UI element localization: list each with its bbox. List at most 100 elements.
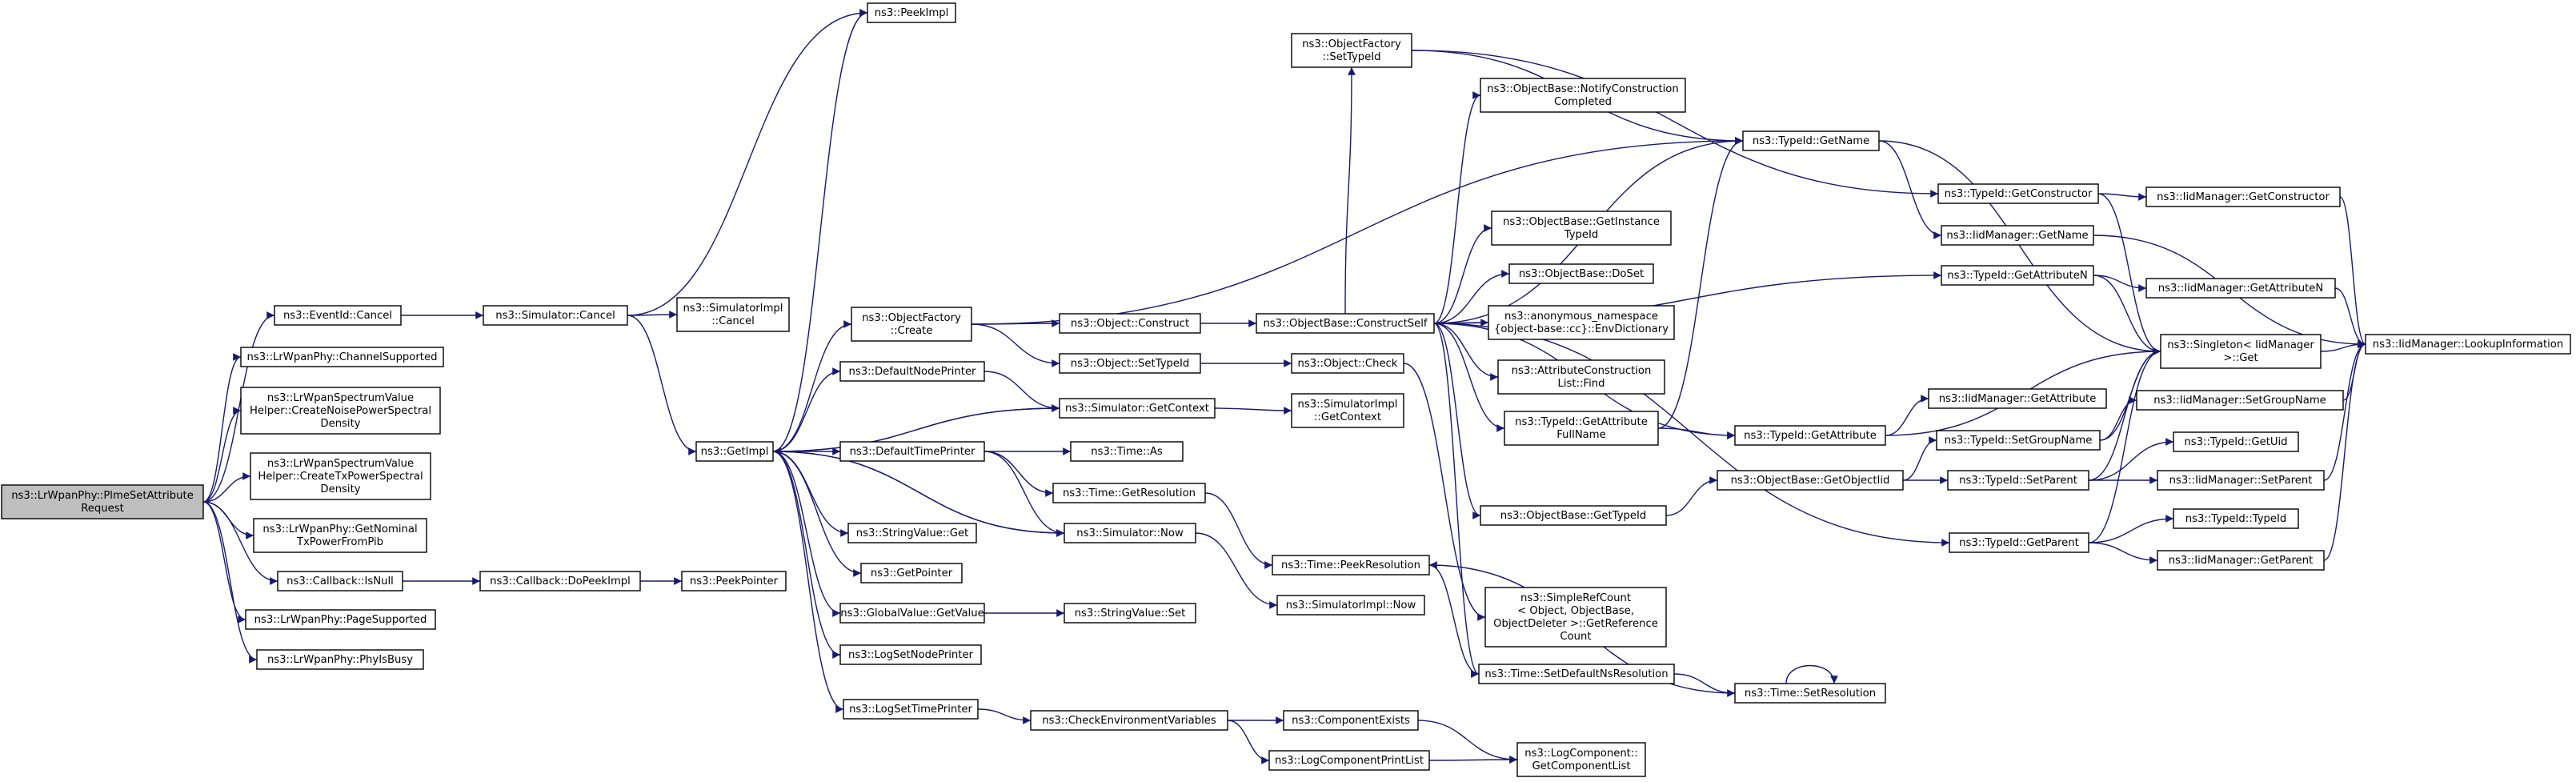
edge-simulator-now-to-simimpl-now	[1195, 532, 1278, 609]
node-iidmanager-setparent[interactable]: ns3::IidManager::SetParent	[2157, 470, 2325, 491]
node-iidmanager-getname[interactable]: ns3::IidManager::GetName	[1941, 225, 2094, 246]
node-simimpl-cancel[interactable]: ns3::SimulatorImpl::Cancel	[676, 297, 790, 332]
node-create-tx[interactable]: ns3::LrWpanSpectrumValueHelper::CreateTx…	[250, 452, 431, 500]
node-typeid-getname[interactable]: ns3::TypeId::GetName	[1742, 130, 1880, 151]
node-object-check[interactable]: ns3::Object::Check	[1291, 353, 1404, 374]
node-default-time-printer[interactable]: ns3::DefaultTimePrinter	[839, 441, 985, 462]
node-box	[1256, 313, 1435, 334]
node-objfactory-create[interactable]: ns3::ObjectFactory::Create	[851, 307, 972, 342]
node-box	[843, 699, 979, 720]
node-construct-self[interactable]: ns3::ObjectBase::ConstructSelf	[1256, 313, 1435, 334]
edge-objfactory-create-to-object-settypeid	[971, 323, 1060, 367]
node-typeid-setparent[interactable]: ns3::TypeId::SetParent	[1947, 470, 2089, 491]
node-component-exists[interactable]: ns3::ComponentExists	[1283, 710, 1419, 731]
node-singleton-get[interactable]: ns3::Singleton< IidManager>::Get	[2160, 334, 2322, 369]
node-callback-dopeek[interactable]: ns3::Callback::DoPeekImpl	[479, 571, 641, 592]
node-object-construct[interactable]: ns3::Object::Construct	[1059, 313, 1201, 334]
node-label: ns3::LogSetNodePrinter	[848, 649, 974, 661]
node-box	[1941, 225, 2094, 246]
node-simimpl-now[interactable]: ns3::SimulatorImpl::Now	[1276, 595, 1425, 616]
node-box	[1052, 483, 1206, 503]
node-typeid-typeid[interactable]: ns3::TypeId::TypeId	[2173, 508, 2299, 529]
node-simplerefcount[interactable]: ns3::SimpleRefCount< Object, ObjectBase,…	[1484, 587, 1667, 648]
node-objfactory-settypeid[interactable]: ns3::ObjectFactory::SetTypeId	[1291, 33, 1412, 68]
node-box	[1497, 359, 1665, 395]
node-typeid-getuid[interactable]: ns3::TypeId::GetUid	[2173, 431, 2299, 452]
node-page-supported[interactable]: ns3::LrWpanPhy::PageSupported	[245, 609, 436, 630]
node-label: ns3::LogComponentPrintList	[1275, 755, 1424, 767]
node-iidmanager-lookupinfo[interactable]: ns3::IidManager::LookupInformation	[2365, 334, 2571, 355]
node-notify-construction[interactable]: ns3::ObjectBase::NotifyConstructionCompl…	[1480, 78, 1686, 113]
node-objectbase-gettypeid[interactable]: ns3::ObjectBase::GetTypeId	[1480, 505, 1667, 526]
node-box	[2157, 470, 2325, 491]
node-typeid-getattributen[interactable]: ns3::TypeId::GetAttributeN	[1941, 265, 2094, 286]
node-phy-is-busy[interactable]: ns3::LrWpanPhy::PhyIsBusy	[256, 649, 424, 670]
node-doset[interactable]: ns3::ObjectBase::DoSet	[1508, 263, 1654, 284]
node-time-setdefaultnsres[interactable]: ns3::Time::SetDefaultNsResolution	[1478, 664, 1675, 684]
node-typeid-getparent[interactable]: ns3::TypeId::GetParent	[1949, 532, 2089, 553]
node-box	[1504, 411, 1659, 446]
node-simulator-getcontext[interactable]: ns3::Simulator::GetContext	[1059, 398, 1216, 419]
node-label: ns3::TypeId::GetName	[1753, 135, 1869, 147]
node-logcomponent-printlist[interactable]: ns3::LogComponentPrintList	[1268, 750, 1430, 771]
edge-typeid-getname-to-singleton-get	[1878, 140, 2161, 355]
node-eventid-cancel[interactable]: ns3::EventId::Cancel	[274, 305, 402, 326]
node-label: ns3::Time::SetDefaultNsResolution	[1484, 668, 1668, 680]
node-time-as[interactable]: ns3::Time::As	[1070, 441, 1184, 462]
node-check-env[interactable]: ns3::CheckEnvironmentVariables	[1030, 710, 1228, 731]
node-default-node-printer[interactable]: ns3::DefaultNodePrinter	[839, 361, 985, 382]
node-iidmanager-setgroupname[interactable]: ns3::IidManager::SetGroupName	[2136, 390, 2344, 411]
node-box	[1480, 78, 1686, 113]
edge-construct-self-to-time-setdefaultnsres	[1433, 323, 1480, 678]
node-logcomponent-getlist[interactable]: ns3::LogComponent::GetComponentList	[1516, 742, 1646, 777]
node-typeid-getconstructor[interactable]: ns3::TypeId::GetConstructor	[1937, 183, 2099, 204]
node-box	[1291, 353, 1404, 374]
node-iidmanager-getconstructor[interactable]: ns3::IidManager::GetConstructor	[2145, 186, 2341, 207]
node-object-settypeid[interactable]: ns3::Object::SetTypeId	[1059, 353, 1201, 374]
node-label: ::Create	[891, 325, 933, 337]
node-time-setresolution[interactable]: ns3::Time::SetResolution	[1734, 683, 1886, 704]
edge-root-to-phy-is-busy	[202, 501, 258, 664]
node-iidmanager-getattribute[interactable]: ns3::IidManager::GetAttribute	[1928, 388, 2107, 409]
node-typeid-getattribute[interactable]: ns3::TypeId::GetAttribute	[1734, 425, 1886, 446]
node-simulator-cancel[interactable]: ns3::Simulator::Cancel	[483, 305, 628, 326]
node-create-noise[interactable]: ns3::LrWpanSpectrumValueHelper::CreateNo…	[240, 387, 441, 435]
node-peekpointer[interactable]: ns3::PeekPointer	[681, 571, 787, 592]
node-box	[1291, 33, 1412, 68]
node-stringvalue-get[interactable]: ns3::StringValue::Get	[847, 523, 977, 543]
node-channel-supported[interactable]: ns3::LrWpanPhy::ChannelSupported	[240, 347, 444, 367]
node-peekimpl[interactable]: ns3::PeekImpl	[867, 2, 956, 23]
node-box	[839, 603, 985, 624]
node-logsettimeprinter[interactable]: ns3::LogSetTimePrinter	[843, 699, 979, 720]
node-time-peekresolution[interactable]: ns3::Time::PeekResolution	[1272, 555, 1430, 575]
node-callback-isnull[interactable]: ns3::Callback::IsNull	[277, 571, 403, 592]
node-getobjectiid[interactable]: ns3::ObjectBase::GetObjectIid	[1717, 470, 1904, 491]
node-time-getresolution[interactable]: ns3::Time::GetResolution	[1052, 483, 1206, 503]
node-getimpl[interactable]: ns3::GetImpl	[695, 441, 774, 462]
node-logsetnodeprinter[interactable]: ns3::LogSetNodePrinter	[839, 644, 982, 665]
node-label: ns3::ObjectBase::DoSet	[1519, 268, 1644, 280]
node-globalvalue-getvalue[interactable]: ns3::GlobalValue::GetValue	[839, 603, 985, 624]
node-box	[851, 307, 972, 342]
node-label: ns3::TypeId::SetGroupName	[1945, 435, 2093, 447]
node-simimpl-getcontext[interactable]: ns3::SimulatorImpl::GetContext	[1291, 393, 1404, 428]
node-stringvalue-set[interactable]: ns3::StringValue::Set	[1064, 603, 1196, 624]
node-label: ns3::Object::SetTypeId	[1071, 358, 1190, 370]
node-envdictionary[interactable]: ns3::anonymous_namespace{object-base::cc…	[1488, 305, 1675, 340]
node-label: ns3::TypeId::GetParent	[1959, 537, 2079, 549]
node-iidmanager-getparent[interactable]: ns3::IidManager::GetParent	[2157, 550, 2325, 571]
node-simulator-now[interactable]: ns3::Simulator::Now	[1064, 523, 1196, 543]
node-typeid-setgroupname[interactable]: ns3::TypeId::SetGroupName	[1936, 430, 2101, 451]
node-getpointer[interactable]: ns3::GetPointer	[860, 563, 963, 583]
edge-default-time-printer-to-time-getresolution	[984, 451, 1054, 497]
node-box	[1484, 587, 1667, 648]
edge-construct-self-to-notify-construction	[1433, 91, 1481, 324]
node-iidmanager-getattributen[interactable]: ns3::IidManager::GetAttributeN	[2145, 278, 2336, 299]
node-label: ns3::Time::As	[1091, 446, 1163, 458]
